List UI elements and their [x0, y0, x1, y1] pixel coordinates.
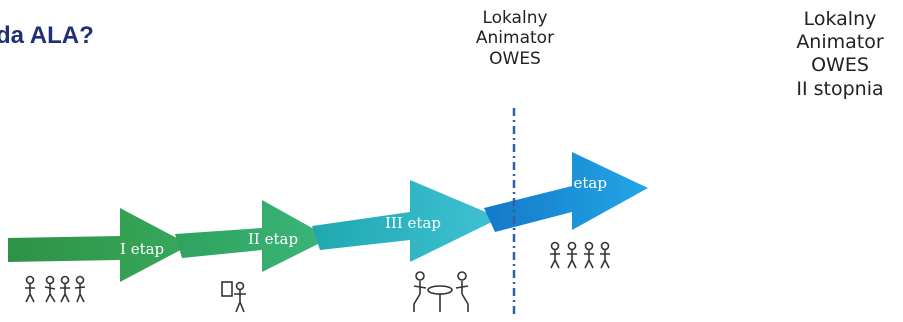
- people-group-2: [221, 281, 246, 313]
- label-lokalny-animator-owes: Lokalny Animator OWES: [460, 8, 570, 69]
- stage-label-4: IV etap: [552, 174, 607, 192]
- label-lokalny-animator-owes-ii-stopnia: Lokalny Animator OWES II stopnia: [770, 8, 903, 101]
- label-line: II stopnia: [796, 77, 884, 100]
- label-line: Animator: [796, 31, 884, 54]
- label-line: OWES: [811, 54, 869, 77]
- label-line: Lokalny: [482, 8, 548, 28]
- stage-label-2: II etap: [248, 230, 298, 248]
- stage-label-1: I etap: [120, 240, 164, 258]
- page-title: da ALA?: [0, 22, 94, 49]
- stage-label-3: III etap: [385, 214, 441, 232]
- stage-arrow-3: [312, 180, 500, 262]
- people-group-1: [25, 275, 86, 303]
- stage-arrow-1: [8, 208, 190, 282]
- stage-arrow-2: [175, 200, 330, 272]
- people-group-4: [550, 241, 610, 269]
- label-line: OWES: [489, 48, 541, 69]
- stage-arrow-4: [484, 152, 648, 232]
- label-line: Lokalny: [803, 8, 877, 30]
- label-line: Animator: [475, 28, 555, 49]
- people-group-3: [413, 271, 469, 312]
